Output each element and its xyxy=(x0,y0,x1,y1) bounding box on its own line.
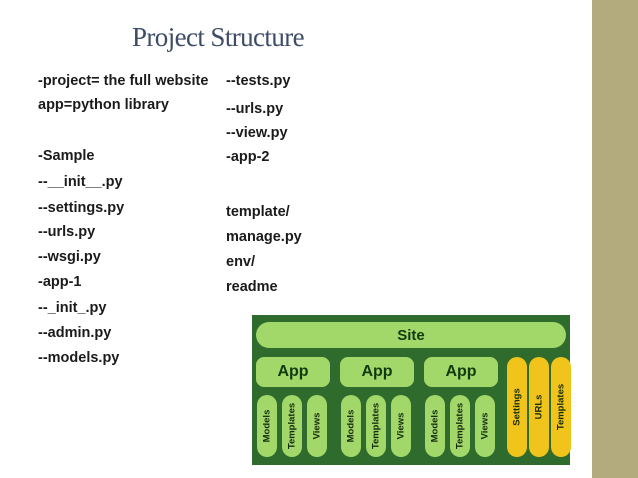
list-item: --view.py xyxy=(226,125,288,141)
app-3-views: Views xyxy=(475,395,495,457)
app-box-2: App xyxy=(340,357,414,387)
app-label: App xyxy=(361,363,393,380)
list-item: --__init__.py xyxy=(38,174,123,190)
app-box-1: App xyxy=(256,357,330,387)
app-3-templates: Templates xyxy=(450,395,470,457)
list-item: --_init_.py xyxy=(38,300,107,316)
list-item: --wsgi.py xyxy=(38,249,101,265)
app-2-templates: Templates xyxy=(366,395,386,457)
list-item: --admin.py xyxy=(38,325,112,341)
app-3-models: Models xyxy=(425,395,445,457)
list-item: -app-1 xyxy=(38,274,82,290)
list-item: template/ xyxy=(226,204,290,220)
list-item: readme xyxy=(226,279,278,295)
django-structure-diagram: Site App Models Templates Views App Mode… xyxy=(252,315,571,465)
list-item: -project= the full website xyxy=(38,73,209,89)
decorative-side-bar xyxy=(592,0,638,478)
app-2-views: Views xyxy=(391,395,411,457)
list-item: env/ xyxy=(226,254,256,270)
app-2-models: Models xyxy=(341,395,361,457)
app-label: App xyxy=(277,363,309,380)
app-1-views: Views xyxy=(307,395,327,457)
list-item: --tests.py xyxy=(226,73,291,89)
site-bar: Site xyxy=(256,322,566,348)
list-item: app=python library xyxy=(38,97,169,113)
list-item: --settings.py xyxy=(38,200,125,216)
list-item: manage.py xyxy=(226,229,302,245)
site-settings: Settings xyxy=(507,357,527,457)
slide-title: Project Structure xyxy=(132,22,305,52)
app-box-3: App xyxy=(424,357,498,387)
list-item: --urls.py xyxy=(226,101,284,117)
app-1-templates: Templates xyxy=(282,395,302,457)
site-label: Site xyxy=(397,326,425,344)
site-urls: URLs xyxy=(529,357,549,457)
list-item: -Sample xyxy=(38,148,95,164)
app-1-models: Models xyxy=(257,395,277,457)
app-label: App xyxy=(445,363,477,380)
list-item: -app-2 xyxy=(226,149,270,165)
site-templates: Templates xyxy=(551,357,571,457)
list-item: --urls.py xyxy=(38,224,96,240)
list-item: --models.py xyxy=(38,350,120,366)
